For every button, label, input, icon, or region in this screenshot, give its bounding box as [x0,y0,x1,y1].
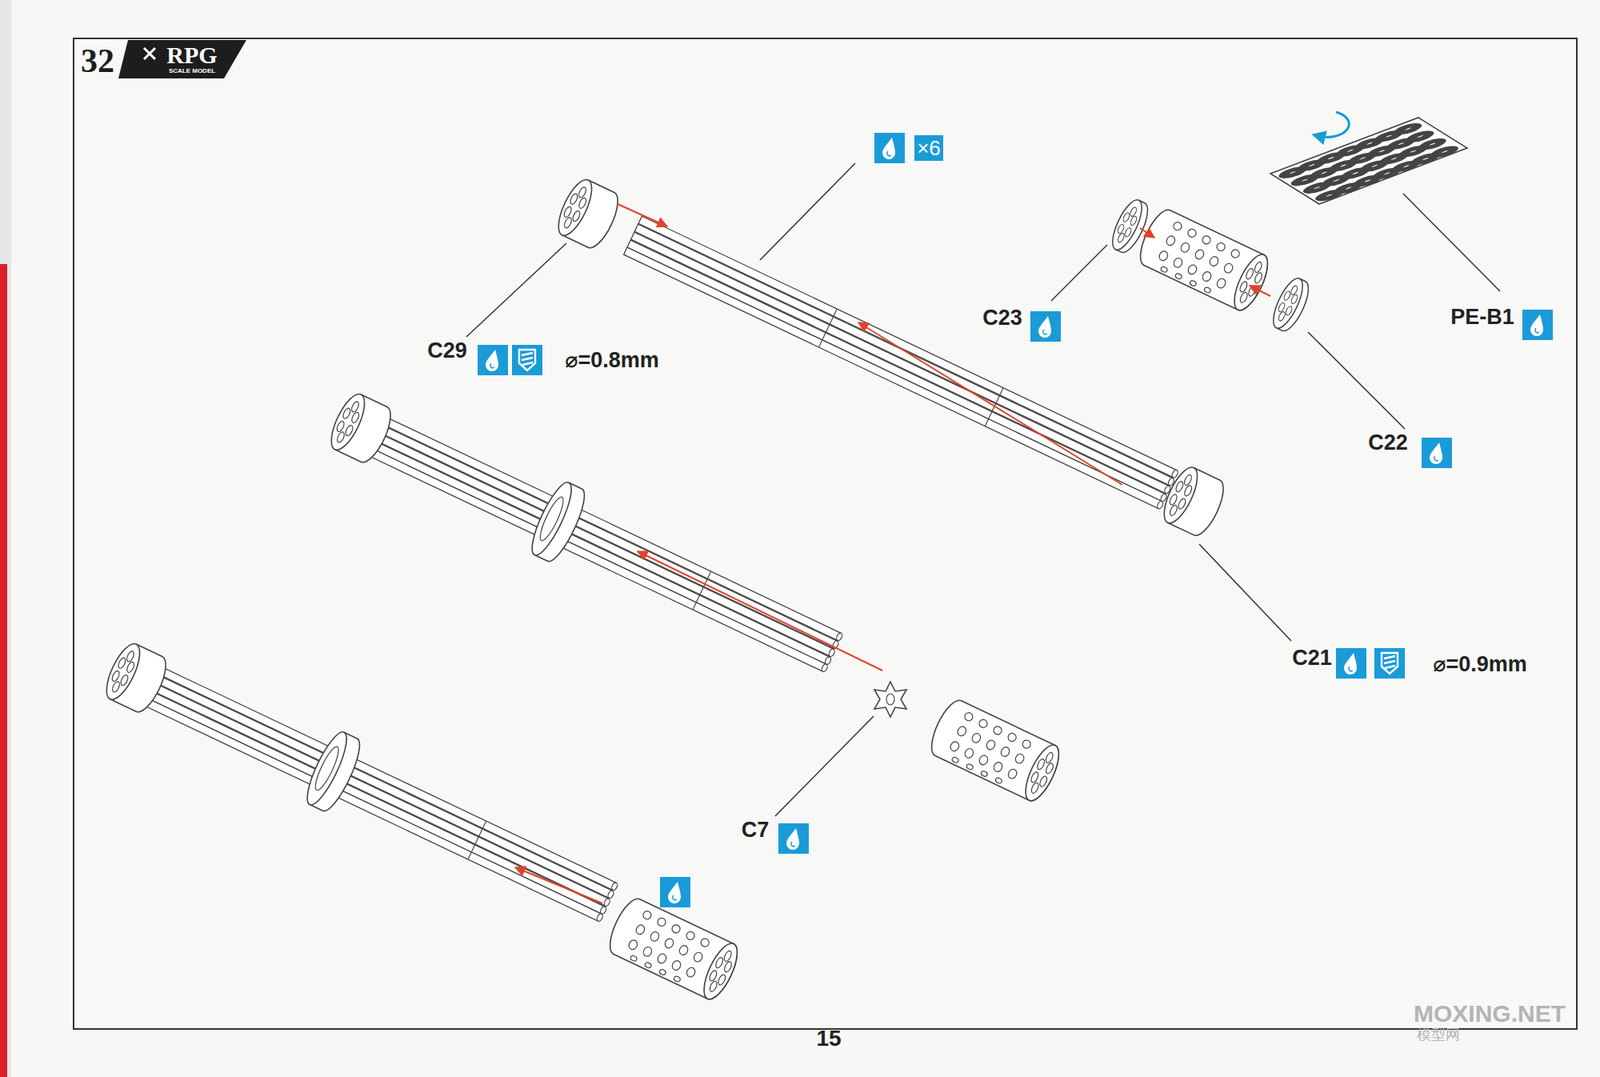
drill-dimension: ⌀=0.8mm [564,348,660,373]
page-number: 15 [816,1026,841,1052]
logo-brand: RPG [166,41,217,68]
part-number: C21 [1292,646,1332,671]
logo-subtitle: SCALE MODEL [168,68,216,76]
part-number: PE-B1 [1450,305,1515,330]
logo-number: 32 [80,42,115,80]
part-number: C7 [741,818,770,843]
watermark: 模型网 [1416,1027,1460,1044]
watermark: MOXING.NET [1413,1000,1566,1027]
quantity-badge: ×6 [914,135,944,162]
part-number: C29 [427,339,468,364]
drill-dimension: ⌀=0.9mm [1432,652,1528,677]
part-number: C23 [982,306,1023,331]
part-number: C22 [1368,431,1408,456]
